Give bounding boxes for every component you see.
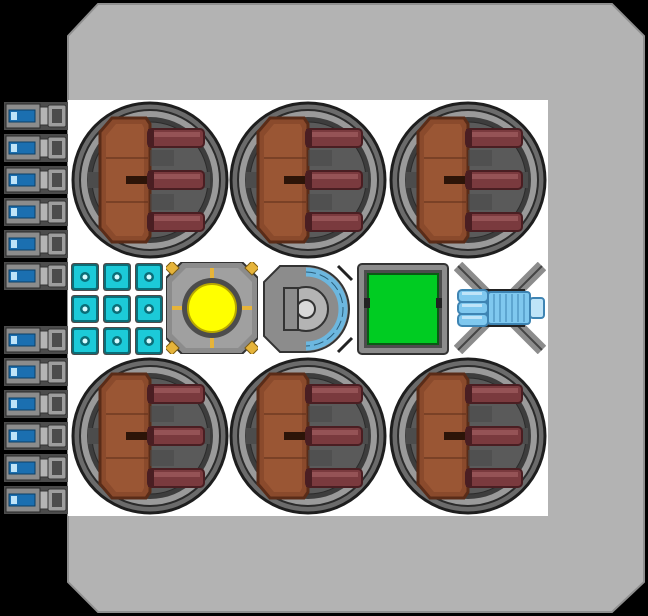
cyan-cargo-cell-icon[interactable] [70, 294, 100, 324]
shield-generator-icon [263, 264, 354, 354]
triple-cannon-turret-icon[interactable] [228, 100, 388, 260]
cyan-cargo-cell-icon[interactable] [102, 262, 132, 292]
thruster-block-icon[interactable] [4, 390, 68, 418]
triple-cannon-turret-icon[interactable] [388, 100, 548, 260]
reactor-core-icon [166, 262, 258, 354]
thruster-block-icon[interactable] [4, 326, 68, 354]
cyan-cargo-cell-icon[interactable] [102, 326, 132, 356]
bridge-console-icon [357, 263, 449, 355]
triple-cannon-turret-icon[interactable] [70, 356, 230, 516]
thruster-block-icon[interactable] [4, 262, 68, 290]
triple-cannon-turret-icon[interactable] [388, 356, 548, 516]
thruster-block-icon[interactable] [4, 358, 68, 386]
thruster-block-icon[interactable] [4, 486, 68, 514]
triple-cannon-turret-icon[interactable] [228, 356, 388, 516]
cyan-cargo-cell-icon[interactable] [134, 262, 164, 292]
thruster-block-icon[interactable] [4, 134, 68, 162]
main-engine-icon [454, 262, 546, 354]
thruster-block-icon[interactable] [4, 166, 68, 194]
cyan-cargo-cell-icon[interactable] [70, 326, 100, 356]
triple-cannon-turret-icon[interactable] [70, 100, 230, 260]
thruster-block-icon[interactable] [4, 454, 68, 482]
thruster-block-icon[interactable] [4, 422, 68, 450]
thruster-block-icon[interactable] [4, 102, 68, 130]
cyan-cargo-cell-icon[interactable] [102, 294, 132, 324]
thruster-block-icon[interactable] [4, 230, 68, 258]
cyan-cargo-cell-icon[interactable] [134, 326, 164, 356]
thruster-block-icon[interactable] [4, 198, 68, 226]
cyan-cargo-cell-icon[interactable] [134, 294, 164, 324]
cyan-cargo-cell-icon[interactable] [70, 262, 100, 292]
